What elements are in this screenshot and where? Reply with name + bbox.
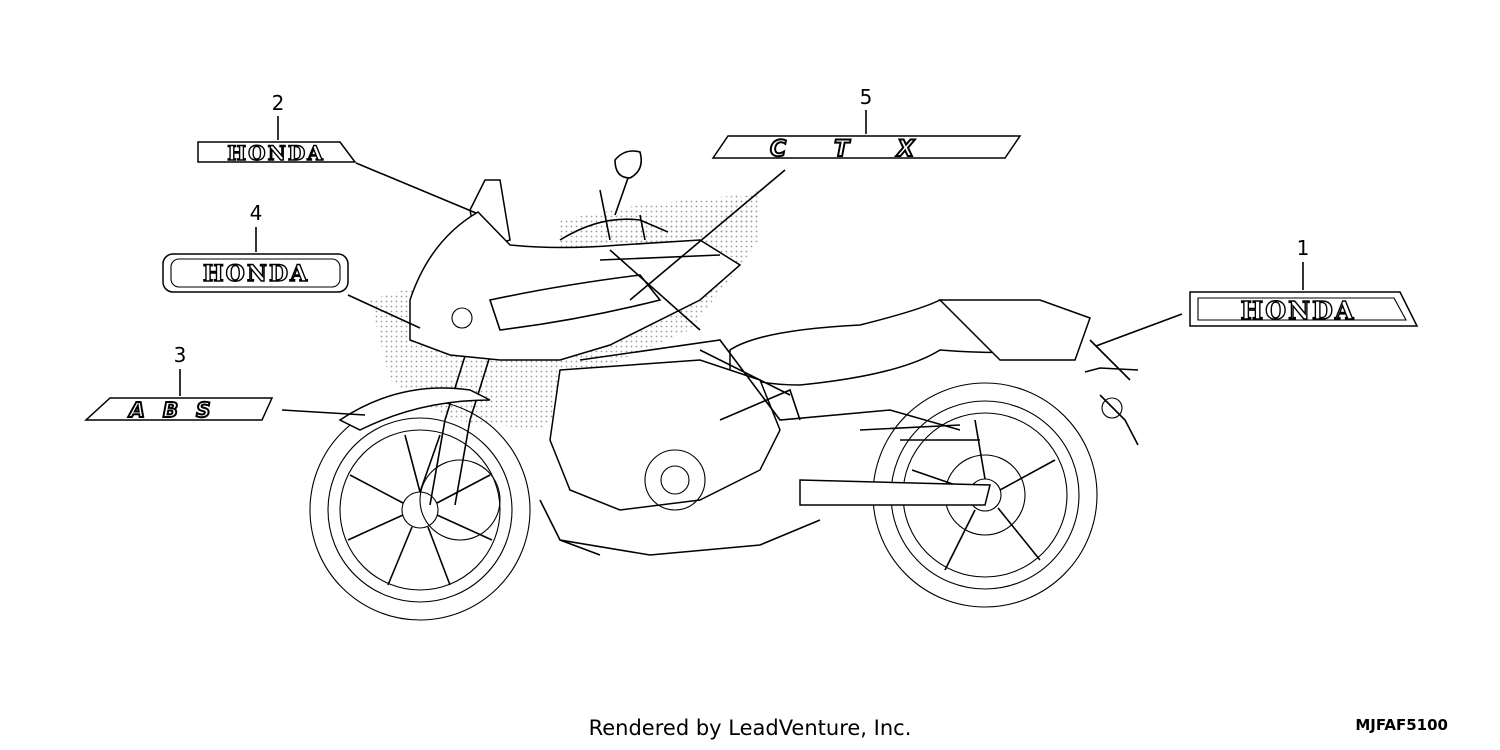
fairing-vent	[488, 274, 662, 331]
stipple-shading-tank	[560, 195, 760, 260]
diagram-code: MJFAF5100	[1355, 716, 1448, 734]
leader-line-2	[355, 162, 477, 214]
engine-block	[549, 359, 781, 511]
emblem-honda-4	[162, 253, 349, 293]
callout-2: 2 HONDA	[197, 91, 477, 214]
rear-fender-bracket	[1084, 339, 1139, 446]
callout-1: 1 HONDA	[1095, 236, 1419, 347]
callout-3: 3 ABS	[84, 343, 366, 423]
emblem-honda-2	[197, 141, 357, 163]
rear-reflector	[1101, 397, 1123, 419]
exhaust-and-underbody	[539, 499, 821, 556]
fairing-emblem-badge	[451, 307, 473, 329]
callout-number-2: 2	[272, 91, 285, 115]
swingarm	[799, 479, 991, 506]
front-fender	[338, 387, 491, 431]
frame	[579, 249, 961, 431]
callout-number-3: 3	[174, 343, 187, 367]
front-wheel	[309, 399, 531, 621]
rear-cowl	[938, 299, 1091, 361]
front-fairing	[409, 211, 742, 361]
callout-5: 5 CTX	[629, 85, 1022, 301]
handlebar	[559, 189, 669, 241]
callout-number-4: 4	[250, 201, 263, 225]
emblem-honda-1	[1189, 291, 1419, 327]
leader-line-5	[629, 169, 786, 301]
callout-number-5: 5	[860, 85, 873, 109]
footer-credit: Rendered by LeadVenture, Inc.	[588, 716, 912, 740]
emblem-honda-2-text: HONDA	[227, 141, 324, 165]
leader-line-4	[347, 294, 421, 329]
mirror	[614, 150, 643, 216]
motorcycle-illustration	[309, 150, 1139, 621]
emblem-abs	[84, 397, 274, 421]
engine-cover	[644, 449, 706, 511]
callout-4: 4 HONDA	[162, 201, 421, 329]
leader-line-3	[281, 409, 366, 416]
emblem-honda-1-text: HONDA	[1241, 296, 1356, 325]
side-panel-lines	[599, 254, 980, 441]
emblem-ctx-text: CTX	[770, 137, 962, 162]
callout-number-1: 1	[1297, 236, 1310, 260]
emblem-honda-4-text: HONDA	[203, 261, 309, 287]
front-fork	[429, 339, 496, 506]
emblem-ctx	[711, 135, 1022, 159]
leader-line-1	[1095, 313, 1183, 347]
emblem-abs-text: ABS	[127, 398, 228, 422]
